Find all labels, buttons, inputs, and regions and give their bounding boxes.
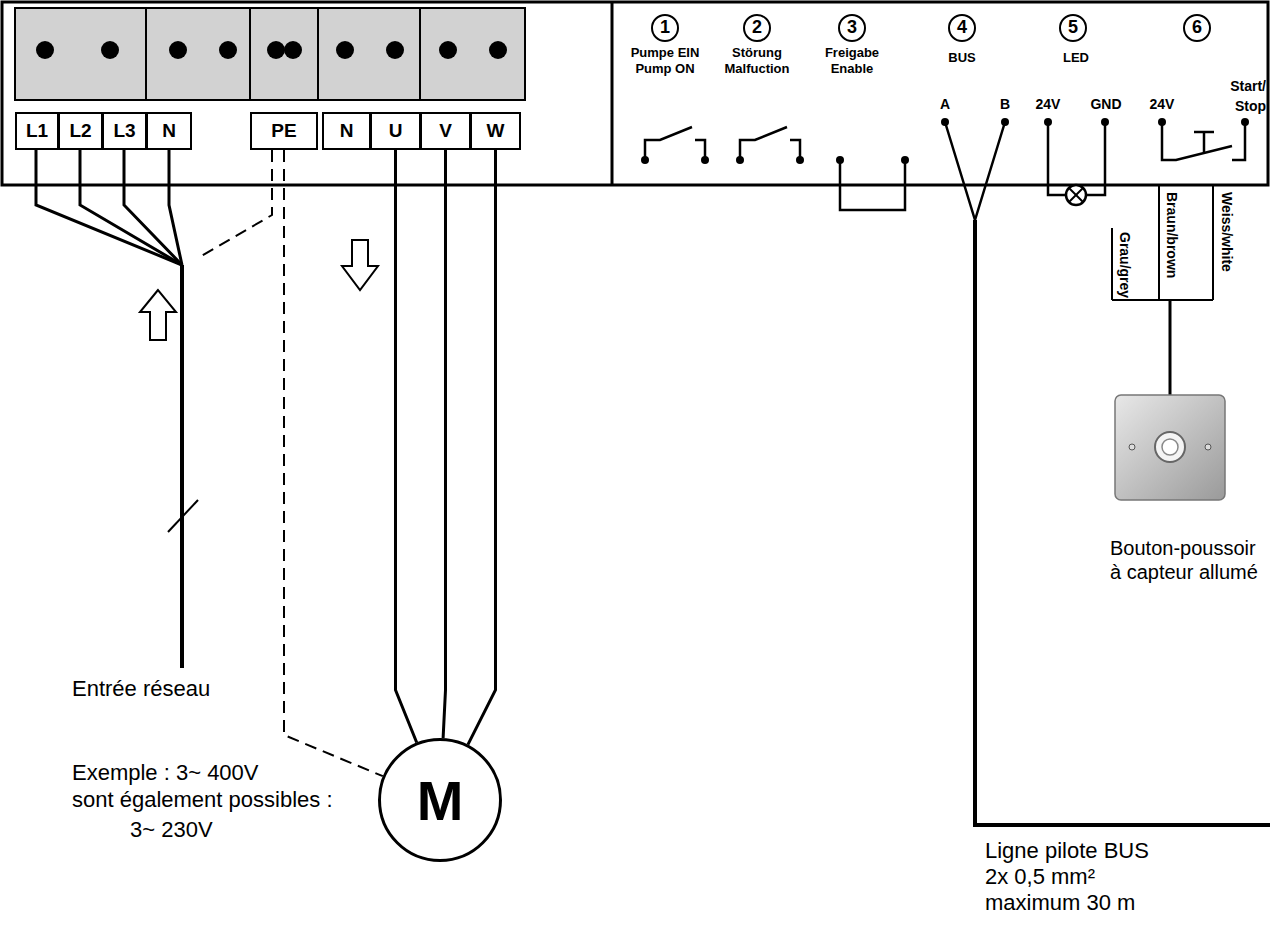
motor-wire (443, 150, 445, 738)
wire-color: Weiss/white (1218, 192, 1236, 272)
button-cable (1112, 185, 1213, 395)
terminal-function: LED (1044, 50, 1108, 66)
callout-number: 4 (948, 14, 976, 42)
terminal-name: U (389, 120, 403, 142)
pushbutton-picture (1115, 395, 1225, 500)
terminal-name: N (340, 120, 354, 142)
pin-name: GND (1083, 96, 1129, 113)
terminal-function: Störung Malfuction (711, 45, 803, 76)
terminal-block (15, 8, 525, 100)
terminal-label: W (470, 112, 521, 150)
housing-divider (611, 2, 614, 185)
terminal-label: L1 (15, 112, 59, 150)
terminal-function: Pumpe EIN Pump ON (621, 45, 709, 76)
terminal-label: U (370, 112, 421, 150)
wire-color: Grau/grey (1116, 232, 1134, 298)
mains-wires (36, 150, 198, 668)
terminal-label: L3 (102, 112, 147, 150)
terminal-name: PE (271, 120, 296, 142)
terminal-function: Start/ Stop (1214, 76, 1266, 116)
terminal-function: BUS (930, 50, 994, 66)
callout-number: 6 (1183, 14, 1211, 42)
callout-number: 2 (743, 14, 771, 42)
motor-wire (396, 150, 417, 743)
terminal-function: Freigabe Enable (810, 45, 894, 76)
flow-arrow-out (342, 240, 378, 290)
terminal-label: N (146, 112, 192, 150)
pushbutton-symbol (1162, 122, 1245, 160)
terminal-name: W (487, 120, 505, 142)
pin-name: A (935, 96, 955, 113)
wire-color: Braun/brown (1163, 192, 1181, 278)
terminal-label: PE (250, 112, 318, 150)
note-text: 3~ 230V (130, 817, 213, 843)
earth-wire (198, 150, 272, 258)
terminal-label: N (322, 112, 371, 150)
terminal-name: L1 (26, 120, 48, 142)
callout-number: 5 (1059, 14, 1087, 42)
terminal-name: L2 (69, 120, 91, 142)
bus-line (945, 122, 1270, 825)
led-lamp (1048, 122, 1105, 205)
note-text: Ligne pilote BUS (985, 838, 1149, 864)
terminal-name: V (439, 120, 452, 142)
motor-wire (468, 150, 496, 745)
note-text: sont également possibles : (72, 787, 333, 813)
flow-arrow-in (140, 290, 176, 340)
callout-number: 3 (838, 14, 866, 42)
relay-contacts (645, 127, 905, 210)
terminal-label: L2 (58, 112, 103, 150)
motor-circle: M (378, 738, 502, 862)
terminal-label: V (420, 112, 471, 150)
note-text: Entrée réseau (72, 676, 210, 702)
note-text: 2x 0,5 mm² (985, 864, 1095, 890)
motor-symbol: M (417, 768, 464, 833)
part-name: Bouton-poussoir à capteur allumé (1110, 536, 1265, 584)
note-text: maximum 30 m (985, 890, 1135, 916)
note-text: Exemple : 3~ 400V (72, 760, 259, 786)
housing-outline (2, 2, 1268, 185)
terminal-name: N (162, 120, 176, 142)
earth-conductor (284, 150, 383, 776)
pin-name: B (995, 96, 1015, 113)
pin-name: 24V (1028, 96, 1068, 113)
callout-number: 1 (651, 14, 679, 42)
terminal-name: L3 (113, 120, 135, 142)
pin-name: 24V (1142, 96, 1182, 113)
